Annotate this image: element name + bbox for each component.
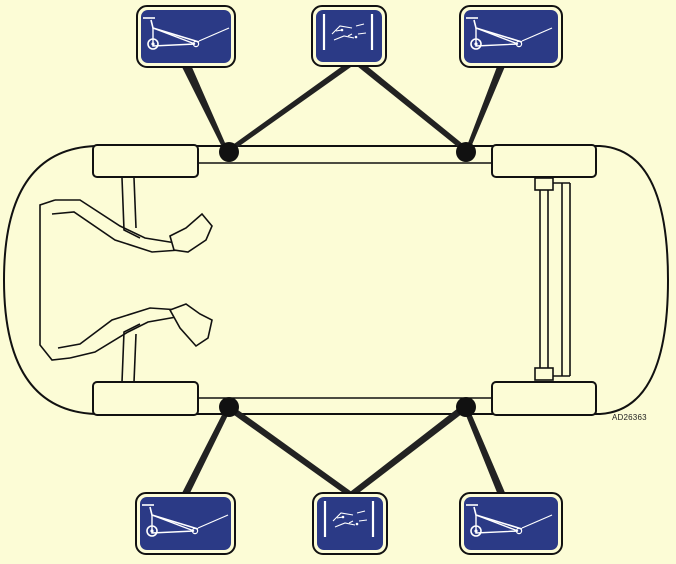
car-body-outline [2, 145, 670, 415]
front-left-wheel [92, 144, 199, 178]
right-sill [198, 397, 492, 415]
lifting-point-rear-right [456, 397, 476, 417]
front-left-knuckle [169, 212, 213, 253]
front-right-wheel [92, 381, 199, 416]
rear-right-wheel [491, 381, 597, 416]
front-right-knuckle [168, 303, 213, 348]
jack-icon [459, 492, 563, 555]
jack-icon [459, 5, 563, 68]
jack-icon [135, 492, 236, 555]
front-subframe [39, 177, 183, 383]
rear-left-wheel [491, 144, 597, 178]
jack-icon [136, 5, 236, 68]
figure-reference-code: AD26363 [612, 413, 647, 422]
left-sill [198, 145, 492, 164]
lift-pad-icon [312, 492, 388, 555]
lifting-point-connectors [181, 62, 506, 495]
lifting-point-front-left [219, 142, 239, 162]
lifting-point-front-right [219, 397, 239, 417]
rear-axle [534, 177, 571, 381]
lift-pad-icon [311, 5, 387, 67]
lifting-point-rear-left [456, 142, 476, 162]
